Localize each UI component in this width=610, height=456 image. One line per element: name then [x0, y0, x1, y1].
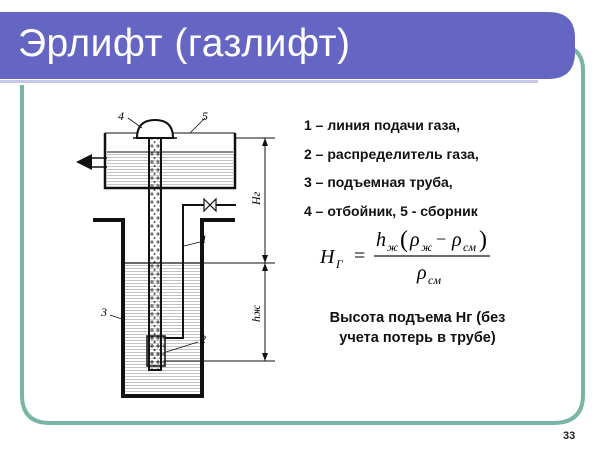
- formula-lparen: (: [400, 227, 408, 253]
- title-banner: [0, 12, 575, 79]
- height-formula: H Г = h ж ( ρ ж − ρ см ) ρ см: [319, 227, 490, 287]
- lift-pipe: [148, 137, 162, 371]
- formula-rparen: ): [479, 227, 487, 253]
- valve-icon: [203, 197, 217, 213]
- label-1: 1: [201, 232, 207, 246]
- formula-rho2-sub: см: [463, 240, 476, 254]
- well-liquid: [125, 263, 200, 394]
- formula-equals: =: [354, 245, 365, 267]
- frame-border: [20, 44, 585, 425]
- title-underline: [0, 80, 538, 83]
- formula-den-rho: ρ: [416, 262, 427, 284]
- formula-lhs-sub: Г: [335, 257, 344, 271]
- formula-rho2: ρ: [451, 229, 462, 251]
- label-4: 4: [118, 109, 124, 123]
- legend-item-3: 3 – подъемная труба,: [304, 174, 453, 190]
- formula-rho1: ρ: [409, 229, 420, 251]
- caption-line-2: учета потерь в трубе): [339, 330, 496, 346]
- formula-num-h-sub: ж: [387, 240, 398, 254]
- discharge-pipe: [90, 157, 107, 168]
- page-number: 33: [563, 430, 576, 442]
- lift-height-caption: Высота подъема Нг (без учета потерь в тр…: [315, 308, 520, 348]
- caption-line-1: Высота подъема Нг (без: [329, 310, 506, 326]
- label-3: 3: [100, 305, 107, 319]
- leader-3: [109, 314, 126, 321]
- slide-title: Эрлифт (газлифт): [18, 22, 351, 65]
- well-outer-wall: [93, 218, 235, 398]
- leader-5: [189, 117, 206, 134]
- formula-num-h: h: [376, 229, 386, 251]
- deflector-cap: [135, 118, 175, 139]
- formula-den-rho-sub: см: [428, 273, 441, 287]
- formula-rho1-sub: ж: [421, 240, 432, 254]
- formula-minus: −: [436, 229, 446, 249]
- discharge-arrow-icon: [76, 154, 92, 170]
- collector-liquid: [107, 152, 233, 186]
- formula-lhs: H: [319, 246, 336, 268]
- leader-1: [183, 241, 201, 247]
- legend-item-2: 2 – распределитель газа,: [304, 145, 479, 162]
- leader-4: [127, 117, 143, 129]
- leader-2: [165, 341, 199, 353]
- label-2: 2: [200, 332, 206, 346]
- label-5: 5: [202, 109, 208, 123]
- legend-list: 1 – линия подачи газа, 2 – распределител…: [304, 115, 594, 229]
- legend-item-4: 4 – отбойник, 5 - сборник: [304, 202, 478, 219]
- gas-distributor: [146, 335, 166, 367]
- collector-vessel: [103, 133, 237, 190]
- label-hzh: hж: [249, 305, 263, 322]
- airlift-diagram: 4 5 1 3 2 Hг hж: [76, 109, 275, 398]
- legend-item-1: 1 – линия подачи газа,: [304, 117, 460, 133]
- label-hg: Hг: [249, 191, 263, 206]
